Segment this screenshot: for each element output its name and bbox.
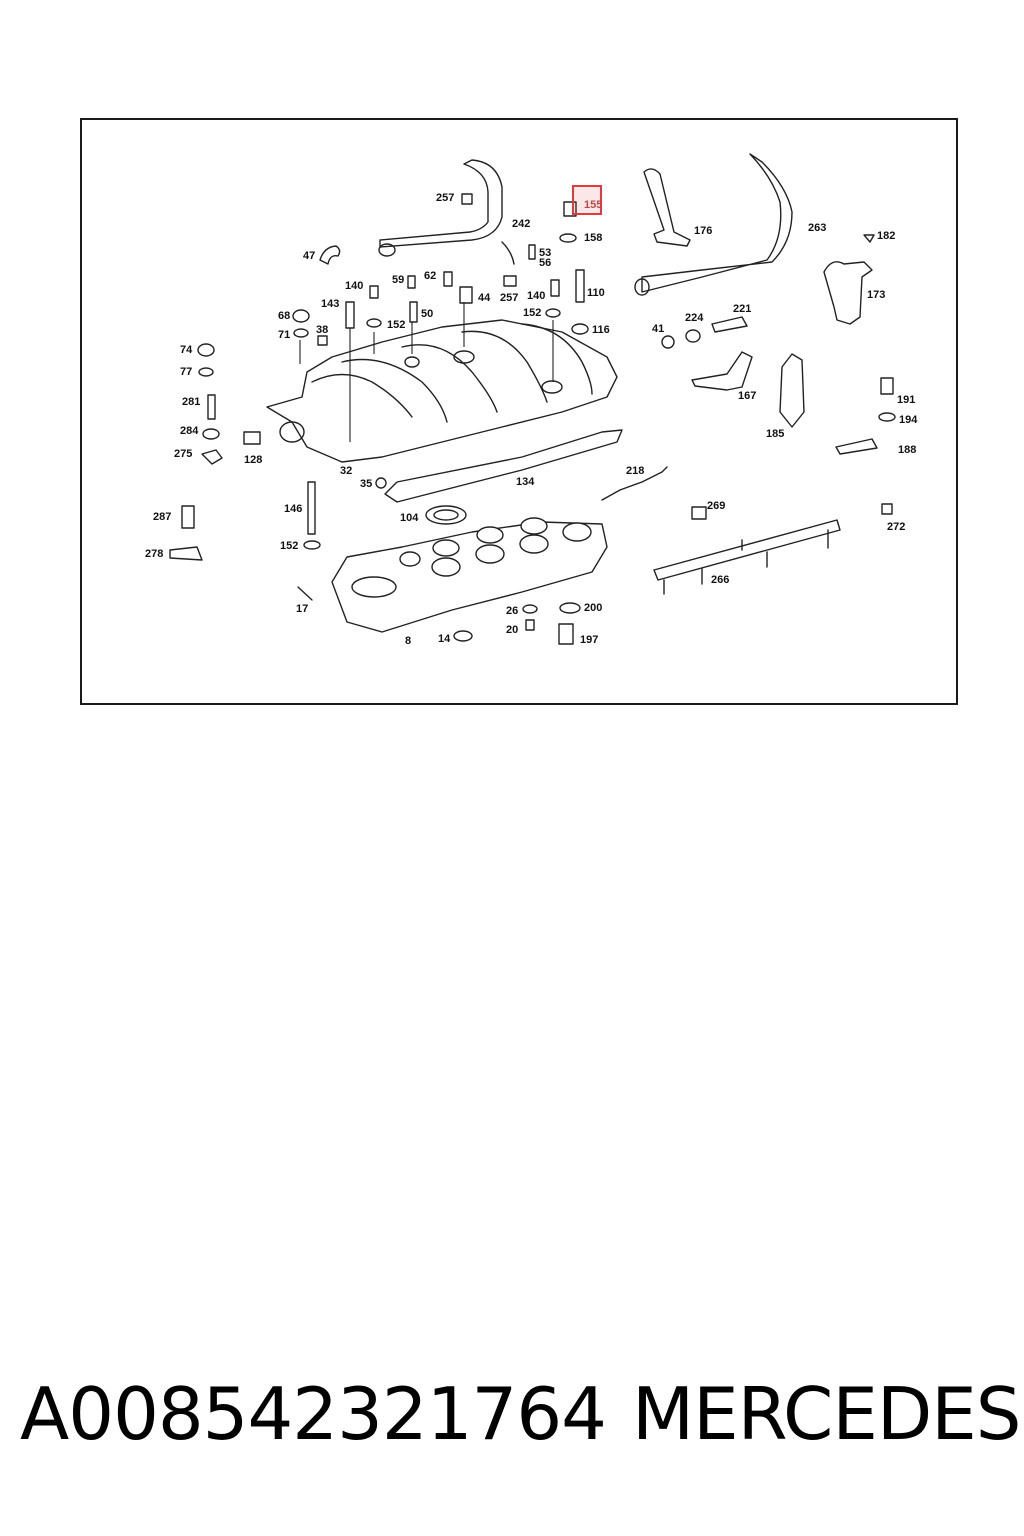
callout-257: 257 [436, 192, 454, 204]
part-number: A008542321764 [20, 1372, 607, 1456]
callout-269: 269 [707, 500, 725, 512]
callout-35: 35 [360, 478, 372, 490]
callout-182: 182 [877, 230, 895, 242]
callout-59: 59 [392, 274, 404, 286]
callout-152: 152 [387, 319, 405, 331]
callout-116: 116 [592, 324, 610, 336]
callout-242: 242 [512, 218, 530, 230]
callout-71: 71 [278, 329, 290, 341]
callout-146: 146 [284, 503, 302, 515]
coolant-hose [641, 153, 793, 293]
callout-194: 194 [899, 414, 918, 426]
callout-17: 17 [296, 603, 308, 615]
callout-26: 26 [506, 605, 518, 617]
callout-266: 266 [711, 574, 729, 586]
callout-263: 263 [808, 222, 826, 234]
callout-191: 191 [897, 394, 915, 406]
callout-50: 50 [421, 308, 433, 320]
callout-44: 44 [478, 292, 491, 304]
exploded-parts-diagram: 257 242 155 158 176 263 182 47 53 56 59 … [80, 118, 958, 705]
callout-272: 272 [887, 521, 905, 533]
bracket-167 [691, 351, 753, 391]
part-104-seal [425, 505, 467, 525]
callout-47: 47 [303, 250, 315, 262]
callout-104: 104 [400, 512, 419, 524]
callout-173: 173 [867, 289, 885, 301]
lower-intake-manifold [331, 521, 608, 633]
product-caption: A008542321764 MERCEDES [20, 1372, 1021, 1472]
callout-152-b: 152 [523, 307, 541, 319]
callout-188: 188 [898, 444, 916, 456]
callout-140: 140 [345, 280, 363, 292]
callout-224: 224 [685, 312, 704, 324]
fuel-rail [653, 519, 841, 581]
bracket-185 [779, 353, 805, 428]
callout-257-b: 257 [500, 292, 518, 304]
callout-278: 278 [145, 548, 163, 560]
callout-185: 185 [766, 428, 784, 440]
callout-152-c: 152 [280, 540, 298, 552]
callout-218: 218 [626, 465, 644, 477]
callout-20: 20 [506, 624, 518, 636]
callout-167: 167 [738, 390, 756, 402]
callout-14: 14 [438, 633, 451, 645]
callout-8: 8 [405, 635, 411, 647]
part-257-cap [461, 193, 473, 205]
diagram-drawing: 257 242 155 158 176 263 182 47 53 56 59 … [145, 153, 918, 647]
brand-name: MERCEDES [632, 1372, 1021, 1456]
manifold-gasket [384, 429, 623, 503]
callout-110: 110 [587, 287, 605, 299]
callout-143: 143 [321, 298, 339, 310]
callout-158: 158 [584, 232, 602, 244]
callout-221: 221 [733, 303, 751, 315]
callout-32: 32 [340, 465, 352, 477]
callout-74: 74 [180, 344, 193, 356]
part-47-elbow [319, 245, 341, 265]
callout-281: 281 [182, 396, 200, 408]
callout-200: 200 [584, 602, 602, 614]
callout-176: 176 [694, 225, 712, 237]
callout-134: 134 [516, 476, 535, 488]
callout-68: 68 [278, 310, 290, 322]
callout-287: 287 [153, 511, 171, 523]
callout-38: 38 [316, 324, 328, 336]
callout-56: 56 [539, 257, 551, 269]
callout-284: 284 [180, 425, 199, 437]
coolant-pipe [379, 159, 503, 248]
upper-intake-manifold [266, 319, 618, 463]
callout-155: 155 [584, 199, 602, 211]
highlighted-part-box [572, 185, 602, 215]
callout-62: 62 [424, 270, 436, 282]
callout-275: 275 [174, 448, 192, 460]
bracket-173 [823, 261, 873, 325]
fuel-line-218 [601, 466, 668, 501]
callout-197: 197 [580, 634, 598, 646]
bracket-176 [643, 168, 691, 247]
callout-41: 41 [652, 323, 664, 335]
callout-53: 53 [539, 247, 551, 259]
callout-128: 128 [244, 454, 262, 466]
callout-77: 77 [180, 366, 192, 378]
callout-140-b: 140 [527, 290, 545, 302]
